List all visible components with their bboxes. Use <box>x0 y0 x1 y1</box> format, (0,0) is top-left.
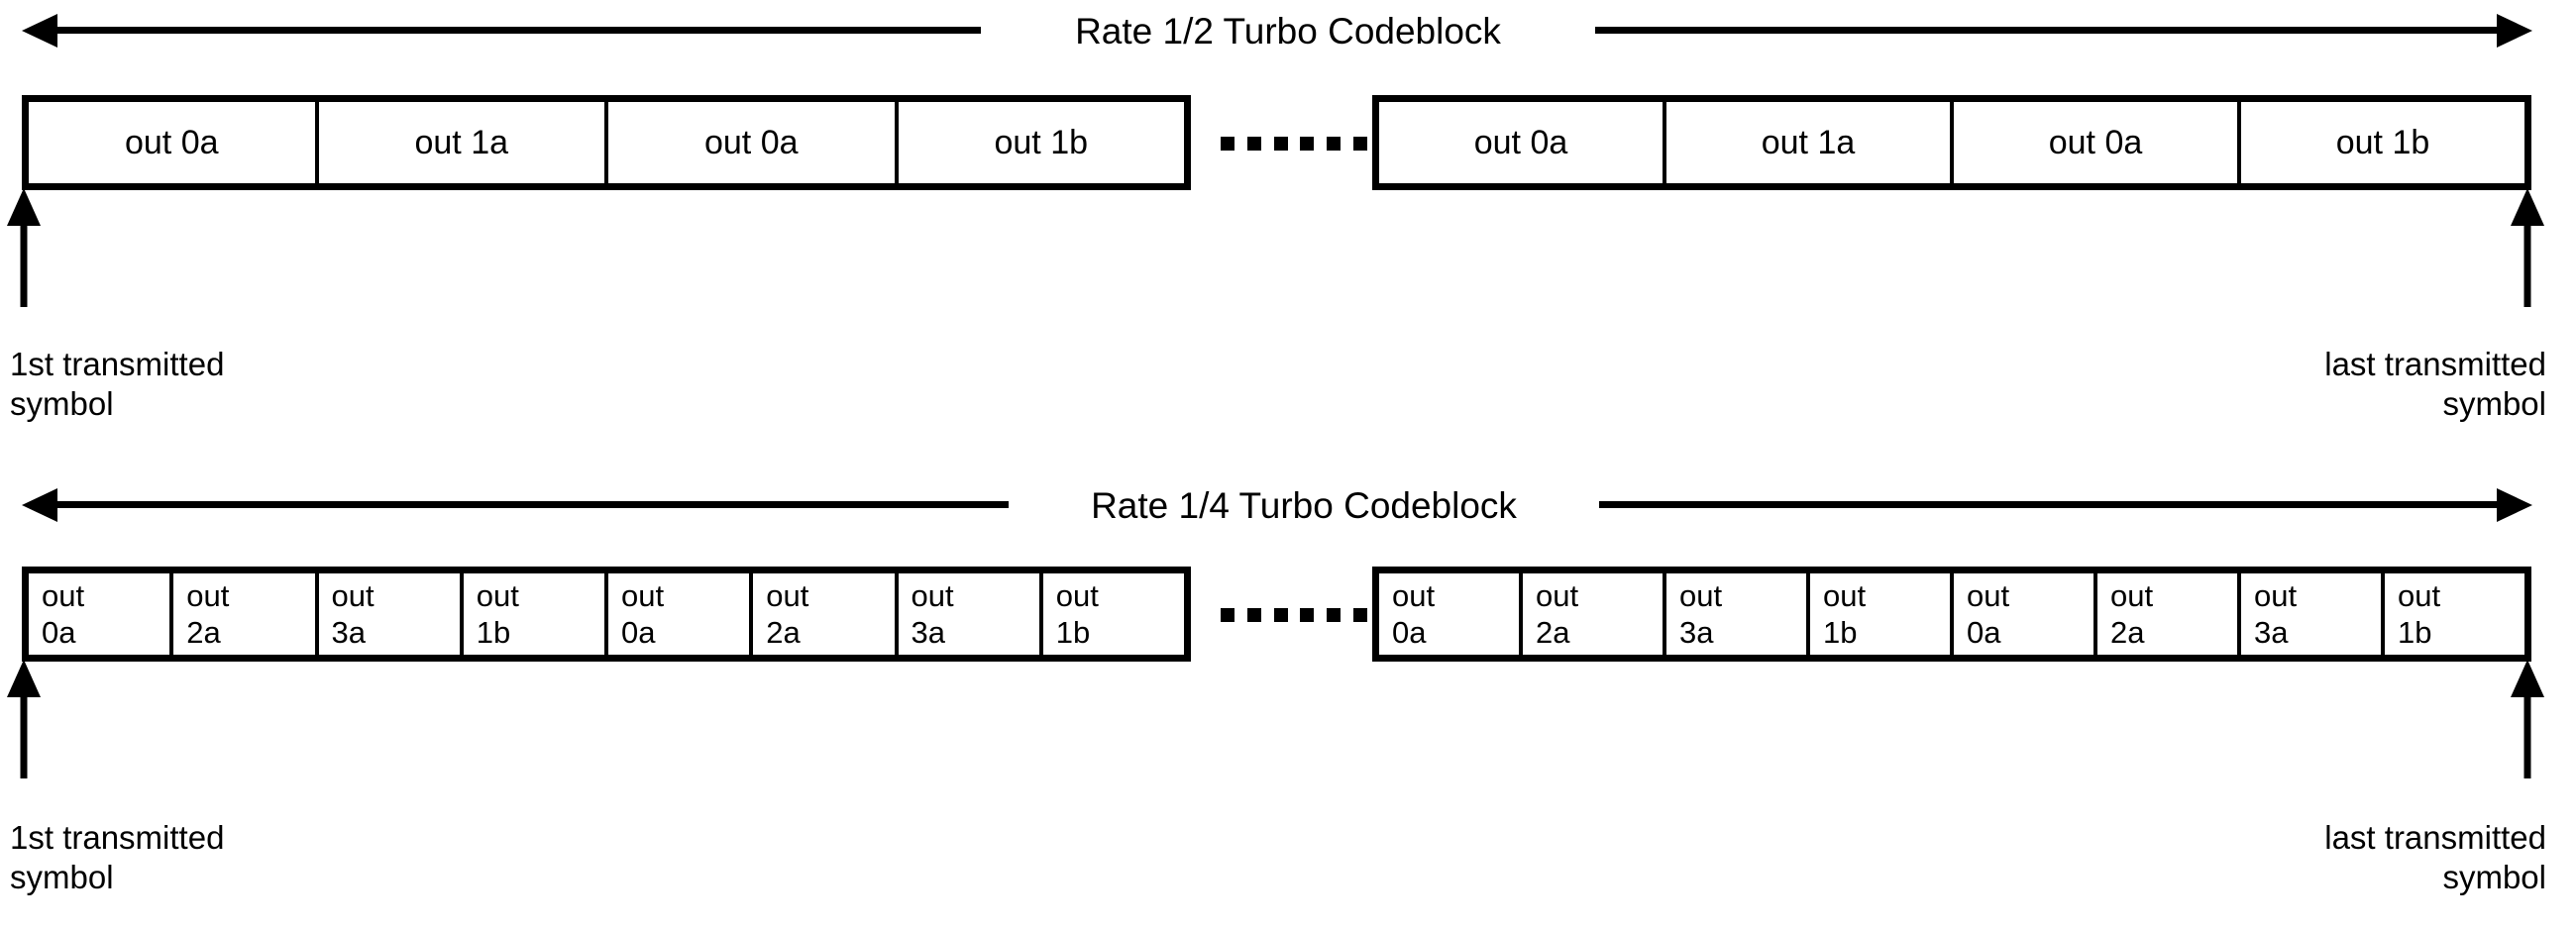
codeblock-cell: out 0a <box>1379 102 1666 183</box>
cell-label: out 0a <box>1392 578 1436 650</box>
codeblock-cell: out 1b <box>2385 573 2524 655</box>
codeblock-cell: out 0a <box>29 573 174 655</box>
rate-quarter-arrow-left-head <box>22 488 57 522</box>
codeblock-cell: out 0a <box>1954 102 2241 183</box>
codeblock-cell: out 3a <box>318 573 464 655</box>
cell-label: out 1b <box>1823 578 1867 650</box>
rate-quarter-arrow-right-shaft <box>1599 501 2497 508</box>
rate-half-title: Rate 1/2 Turbo Codeblock <box>1075 11 1501 52</box>
rate-quarter-arrow-left-shaft <box>55 501 1009 508</box>
cell-label: out 3a <box>331 578 375 650</box>
codeblock-cell: out 1b <box>1042 573 1184 655</box>
cell-label: out 2a <box>2110 578 2154 650</box>
codeblock-cell: out 2a <box>1523 573 1666 655</box>
cell-label: out 0a <box>1473 124 1568 161</box>
rate-half-last-symbol-arrow-icon <box>2511 188 2544 307</box>
rate-half-arrow-left-shaft <box>55 27 981 34</box>
cell-label: out 1b <box>476 578 519 650</box>
codeblock-cell: out 3a <box>2241 573 2385 655</box>
ellipsis-dot <box>1273 137 1288 151</box>
cell-label: out 1b <box>2398 578 2441 650</box>
rate-half-arrow-left-head <box>22 14 57 48</box>
ellipsis-dot <box>1327 137 1342 151</box>
cell-label: out 2a <box>766 578 809 650</box>
cell-label: out 1b <box>994 124 1089 161</box>
codeblock-cell: out 1b <box>1810 573 1954 655</box>
ellipsis-dot <box>1273 608 1288 622</box>
ellipsis-dot <box>1352 608 1367 622</box>
cell-label: out 2a <box>1536 578 1579 650</box>
codeblock-cell: out 1b <box>2241 102 2524 183</box>
cell-label: out 0a <box>1967 578 2010 650</box>
cell-label: out 0a <box>124 124 219 161</box>
codeblock-cell: out 0a <box>1954 573 2097 655</box>
rate-half-arrow-right-head <box>2497 14 2532 48</box>
rate-quarter-first-symbol-caption: 1st transmitted symbol <box>10 819 225 895</box>
rate-half-left-codeblock: out 0a out 1a out 0a out 1b <box>22 95 1191 190</box>
ellipsis-dot <box>1246 137 1261 151</box>
cell-label: out 1b <box>1055 578 1099 650</box>
rate-quarter-last-symbol-arrow-icon <box>2511 660 2544 778</box>
rate-quarter-right-codeblock: out 0a out 2a out 3a out 1b out 0a out 2… <box>1372 567 2531 662</box>
cell-label: out 0a <box>621 578 665 650</box>
cell-label: out 0a <box>2048 124 2143 161</box>
rate-half-first-symbol-arrow-icon <box>7 188 41 307</box>
codeblock-cell: out 0a <box>29 102 319 183</box>
rate-quarter-first-symbol-arrow-icon <box>7 660 41 778</box>
cell-label: out 3a <box>911 578 954 650</box>
codeblock-cell: out 1a <box>318 102 608 183</box>
rate-quarter-left-codeblock: out 0a out 2a out 3a out 1b out 0a out 2… <box>22 567 1191 662</box>
cell-label: out 0a <box>703 124 799 161</box>
codeblock-cell: out 2a <box>173 573 319 655</box>
cell-label: out 1b <box>2335 124 2430 161</box>
cell-label: out 1a <box>1761 124 1856 161</box>
codeblock-cell: out 2a <box>2097 573 2241 655</box>
codeblock-cell: out 0a <box>1379 573 1523 655</box>
rate-quarter-ellipsis <box>1221 608 1367 622</box>
codeblock-cell: out 0a <box>608 573 754 655</box>
cell-label: out 1a <box>414 124 509 161</box>
ellipsis-dot <box>1327 608 1342 622</box>
rate-half-ellipsis <box>1221 137 1367 151</box>
rate-half-last-symbol-caption: last transmitted symbol <box>2324 346 2546 422</box>
codeblock-cell: out 1a <box>1666 102 1954 183</box>
rate-half-first-symbol-caption: 1st transmitted symbol <box>10 346 225 422</box>
cell-label: out 3a <box>2254 578 2298 650</box>
rate-quarter-title: Rate 1/4 Turbo Codeblock <box>1091 485 1517 526</box>
rate-half-arrow-right-shaft <box>1595 27 2497 34</box>
cell-label: out 0a <box>42 578 85 650</box>
ellipsis-dot <box>1300 137 1315 151</box>
rate-quarter-arrow-right-head <box>2497 488 2532 522</box>
codeblock-cell: out 1b <box>898 102 1184 183</box>
codeblock-cell: out 0a <box>608 102 899 183</box>
codeblock-cell: out 3a <box>1666 573 1810 655</box>
ellipsis-dot <box>1221 608 1234 622</box>
ellipsis-dot <box>1246 608 1261 622</box>
codeblock-cell: out 1b <box>463 573 608 655</box>
ellipsis-dot <box>1352 137 1367 151</box>
rate-half-right-codeblock: out 0a out 1a out 0a out 1b <box>1372 95 2531 190</box>
rate-quarter-last-symbol-caption: last transmitted symbol <box>2324 819 2546 895</box>
ellipsis-dot <box>1221 137 1234 151</box>
cell-label: out 3a <box>1679 578 1723 650</box>
codeblock-cell: out 3a <box>898 573 1043 655</box>
ellipsis-dot <box>1300 608 1315 622</box>
cell-label: out 2a <box>186 578 230 650</box>
codeblock-cell: out 2a <box>753 573 899 655</box>
